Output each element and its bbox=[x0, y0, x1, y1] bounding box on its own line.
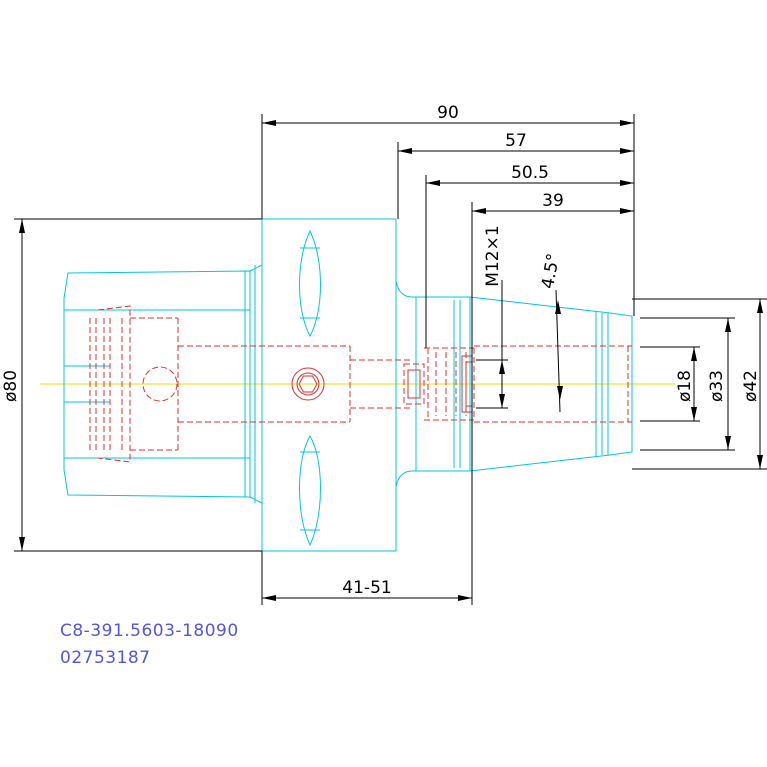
arrowheads bbox=[19, 120, 763, 601]
part-number: C8-391.5603-18090 bbox=[60, 621, 239, 641]
hidden-lines bbox=[89, 305, 632, 463]
dim-angle: 4.5° bbox=[538, 252, 564, 290]
dim-dia33: ø33 bbox=[707, 370, 727, 402]
dim-90: 90 bbox=[437, 103, 459, 123]
dim-dia80: ø80 bbox=[1, 370, 21, 402]
dim-50-5: 50.5 bbox=[511, 163, 549, 183]
dim-39: 39 bbox=[542, 191, 564, 211]
part-outline bbox=[63, 218, 633, 552]
dim-57: 57 bbox=[505, 131, 527, 151]
dim-thread-m12: M12×1 bbox=[483, 225, 503, 286]
dim-dia42: ø42 bbox=[741, 370, 761, 402]
hex-socket bbox=[291, 367, 325, 401]
dim-41-51: 41-51 bbox=[342, 578, 391, 598]
dim-dia18: ø18 bbox=[675, 370, 695, 402]
part-code: 02753187 bbox=[60, 648, 151, 668]
dimension-lines bbox=[14, 114, 767, 605]
